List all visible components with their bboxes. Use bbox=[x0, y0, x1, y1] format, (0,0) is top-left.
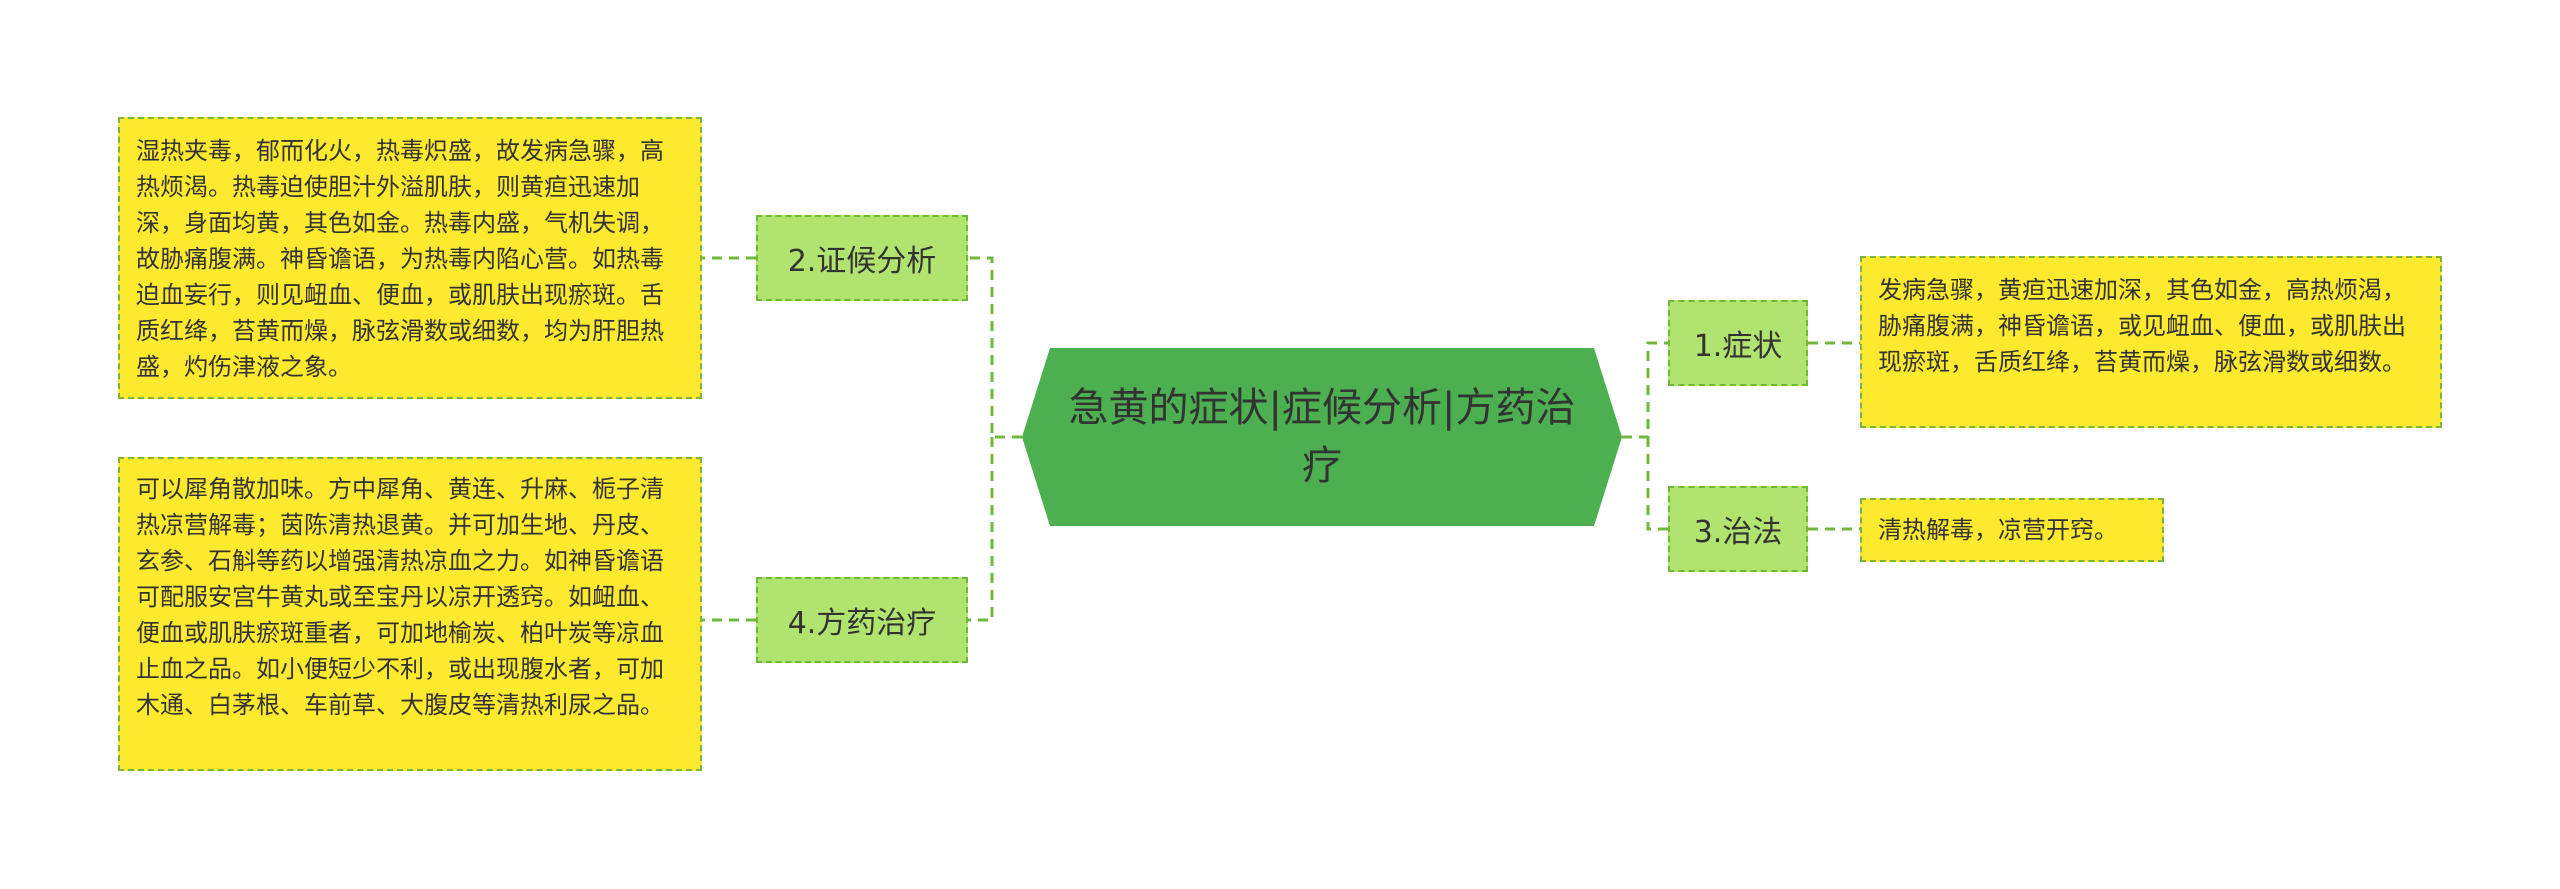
connector-central-symptoms bbox=[1622, 341, 1668, 439]
connector-central-analysis bbox=[968, 256, 1022, 439]
connector-central-prescription bbox=[968, 437, 994, 622]
branch-symptoms[interactable]: 1.症状 bbox=[1668, 300, 1808, 386]
leaf-treatment-method-detail[interactable]: 清热解毒，凉营开窍。 bbox=[1860, 498, 2164, 562]
branch-treatment-method[interactable]: 3.治法 bbox=[1668, 486, 1808, 572]
branch-syndrome-analysis[interactable]: 2.证候分析 bbox=[756, 215, 968, 301]
leaf-symptoms-detail[interactable]: 发病急骤，黄疸迅速加深，其色如金，高热烦渴，胁痛腹满，神昏谵语，或见衄血、便血，… bbox=[1860, 256, 2442, 428]
central-topic-shape bbox=[1022, 348, 1622, 526]
central-topic-title: 急黄的症状|症候分析|方药治疗 bbox=[1068, 385, 1576, 489]
leaf-syndrome-analysis-detail[interactable]: 湿热夹毒，郁而化火，热毒炽盛，故发病急骤，高热烦渴。热毒迫使胆汁外溢肌肤，则黄疸… bbox=[118, 117, 702, 399]
branch-prescription-treatment[interactable]: 4.方药治疗 bbox=[756, 577, 968, 663]
central-topic[interactable]: 急黄的症状|症候分析|方药治疗 bbox=[1022, 348, 1622, 526]
connector-central-treatment bbox=[1646, 437, 1668, 531]
leaf-prescription-treatment-detail[interactable]: 可以犀角散加味。方中犀角、黄连、升麻、栀子清热凉营解毒；茵陈清热退黄。并可加生地… bbox=[118, 457, 702, 771]
